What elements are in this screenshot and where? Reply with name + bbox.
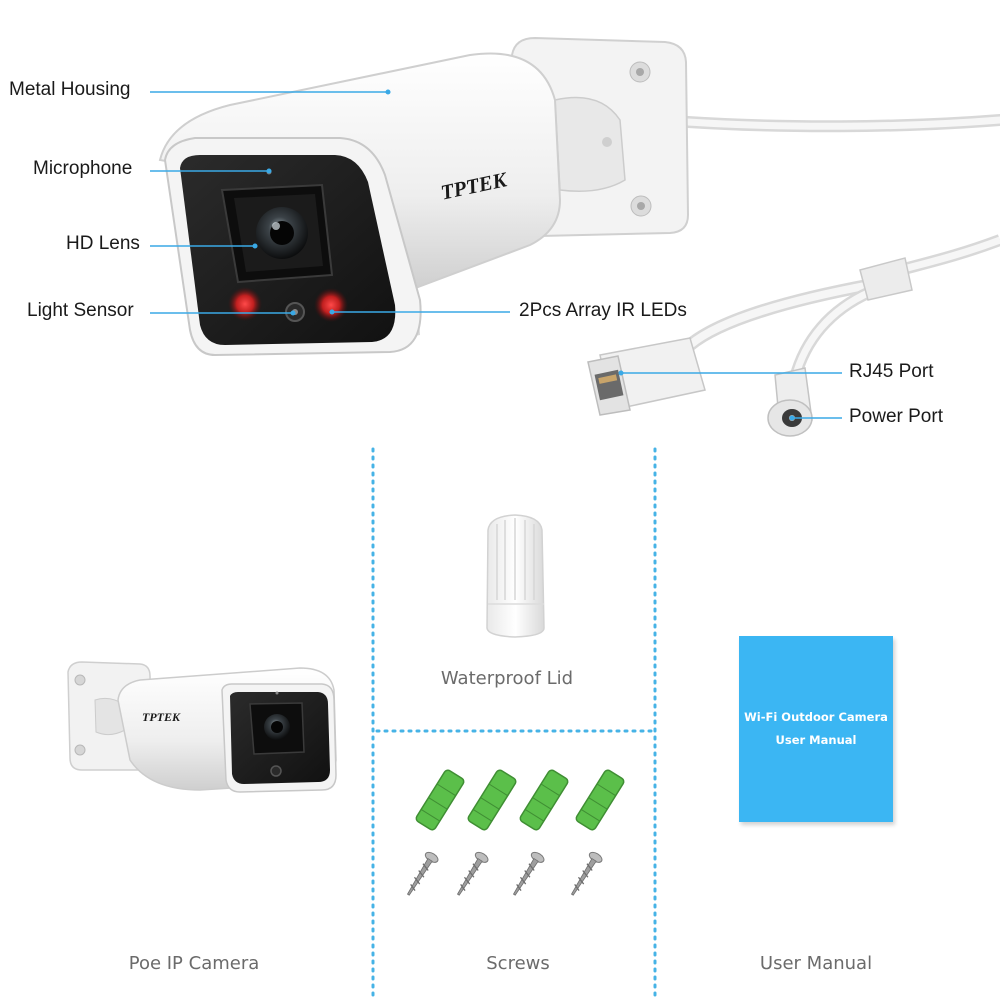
waterproof-lid-image xyxy=(486,514,545,638)
callout-microphone: Microphone xyxy=(33,158,133,179)
caption-poe-camera: Poe IP Camera xyxy=(128,953,260,974)
rj45-connector xyxy=(587,337,706,416)
caption-user-manual: User Manual xyxy=(759,953,873,974)
callout-metal-housing: Metal Housing xyxy=(9,79,131,100)
manual-title-line2: User Manual xyxy=(775,733,857,747)
screws xyxy=(406,851,603,896)
caption-screws: Screws xyxy=(486,953,550,974)
caption-waterproof-lid: Waterproof Lid xyxy=(440,668,574,689)
callout-light-sensor: Light Sensor xyxy=(27,300,134,321)
callout-rj45-port: RJ45 Port xyxy=(849,361,934,382)
callout-hd-lens: HD Lens xyxy=(66,233,140,254)
small-camera xyxy=(67,661,337,793)
callout-lines xyxy=(150,89,842,421)
manual-title-line1: Wi-Fi Outdoor Camera xyxy=(744,710,888,724)
user-manual-booklet: Wi-Fi Outdoor Camera User Manual xyxy=(739,636,893,822)
package-dividers xyxy=(371,447,657,998)
callout-ir-leds: 2Pcs Array IR LEDs xyxy=(519,300,687,321)
callout-power-port: Power Port xyxy=(849,406,943,427)
power-connector xyxy=(767,367,813,437)
wall-anchors xyxy=(415,769,625,831)
main-camera xyxy=(158,36,1000,437)
brand-logo-small: TPTEK xyxy=(142,710,181,724)
